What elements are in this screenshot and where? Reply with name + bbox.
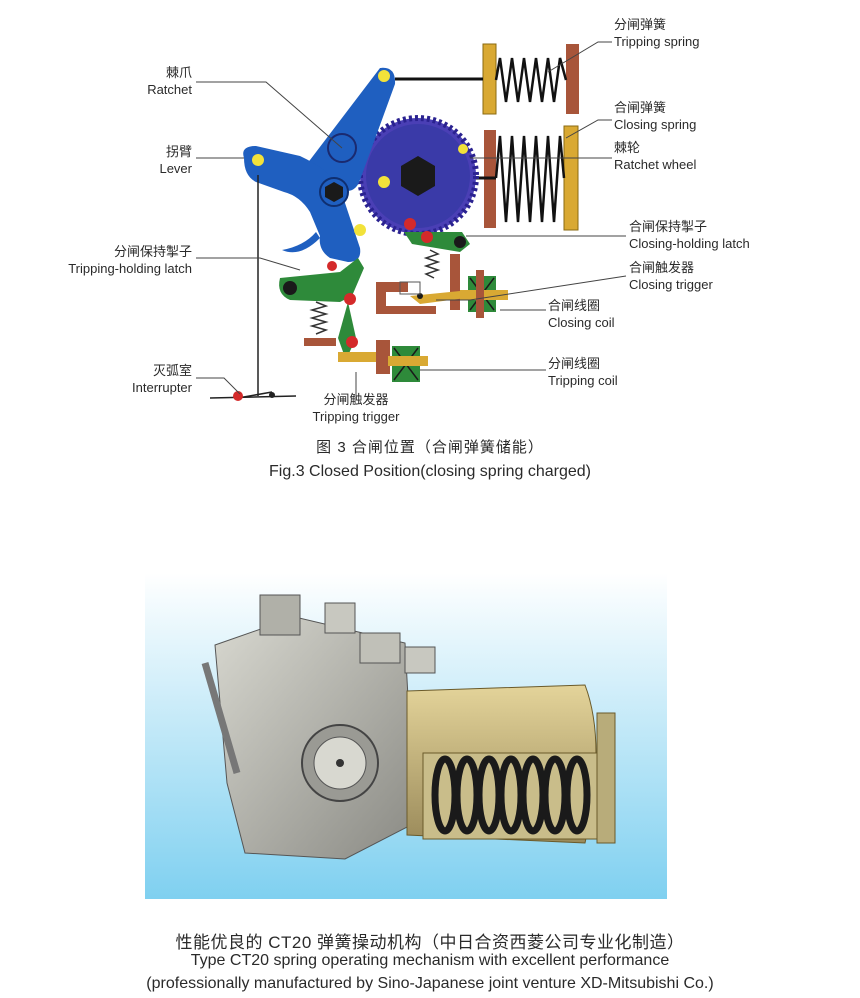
- closing-trigger-label-zh: 合闸触发器: [629, 260, 695, 275]
- ratchet-wheel-label: 棘轮 Ratchet wheel: [614, 139, 696, 173]
- closing-coil-label: 合闸线圈 Closing coil: [548, 297, 614, 331]
- ratchet-label-en: Ratchet: [147, 82, 192, 97]
- tripping-trigger-label: 分闸触发器 Tripping trigger: [300, 391, 412, 425]
- closing-holding-latch: [404, 218, 470, 252]
- closing-holding-latch-label-zh: 合闸保持掣子: [629, 219, 708, 234]
- closing-coil-label-zh: 合闸线圈: [548, 298, 601, 313]
- closing-trigger-label-en: Closing trigger: [629, 277, 713, 292]
- photo-caption-en2: (professionally manufactured by Sino-Jap…: [146, 975, 714, 992]
- closing-holding-latch-label-en: Closing-holding latch: [629, 236, 750, 251]
- interrupter-label-en: Interrupter: [132, 380, 192, 395]
- tripping-trigger-label-en: Tripping trigger: [312, 409, 400, 424]
- tripping-holding-latch-label: 分闸保持掣子 Tripping-holding latch: [30, 243, 192, 277]
- closing-trigger-label: 合闸触发器 Closing trigger: [629, 259, 713, 293]
- closing-coil-label-en: Closing coil: [548, 315, 615, 330]
- tripping-trigger-label-zh: 分闸触发器: [323, 392, 389, 407]
- tripping-coil-label-zh: 分闸线圈: [548, 356, 601, 371]
- ratchet-label: 棘爪 Ratchet: [122, 64, 192, 98]
- mechanism-diagram: [196, 41, 627, 401]
- tripping-holding-latch-label-zh: 分闸保持掣子: [113, 244, 192, 259]
- interrupter-label-zh: 灭弧室: [152, 363, 192, 378]
- leader-lines: [196, 41, 627, 396]
- lever-label-zh: 拐臂: [165, 144, 192, 159]
- photo-caption-en1: Type CT20 spring operating mechanism wit…: [190, 952, 670, 969]
- closing-trigger: [376, 249, 470, 314]
- ratchet-wheel-label-zh: 棘轮: [614, 140, 641, 155]
- lever-label-en: Lever: [159, 161, 192, 176]
- figure-caption-en: Fig.3 Closed Position(closing spring cha…: [269, 463, 591, 480]
- tripping-coil-label-en: Tripping coil: [548, 373, 618, 388]
- tripping-coil: [338, 340, 428, 382]
- photo-caption-zh: 性能优良的 CT20 弹簧操动机构（中日合资西菱公司专业化制造）: [175, 933, 685, 952]
- ratchet-wheel: [357, 115, 479, 237]
- closing-spring: [466, 125, 579, 231]
- interrupter: [209, 175, 297, 401]
- tripping-coil-label: 分闸线圈 Tripping coil: [548, 355, 618, 389]
- closing-spring-label-zh: 合闸弹簧: [614, 100, 667, 115]
- lever: [243, 146, 366, 262]
- tripping-spring: [395, 43, 579, 115]
- closing-holding-latch-label: 合闸保持掣子 Closing-holding latch: [629, 218, 750, 252]
- figure-caption-zh: 图 3 合闸位置（合闸弹簧储能）: [316, 439, 544, 456]
- lever-label: 拐臂 Lever: [122, 143, 192, 177]
- closing-spring-label-en: Closing spring: [614, 117, 697, 132]
- tripping-spring-label-zh: 分闸弹簧: [614, 17, 667, 32]
- tripping-spring-label-en: Tripping spring: [614, 34, 700, 49]
- closing-spring-label: 合闸弹簧 Closing spring: [614, 99, 696, 133]
- tripping-spring-label: 分闸弹簧 Tripping spring: [614, 16, 700, 50]
- ratchet-label-zh: 棘爪: [165, 65, 192, 80]
- ratchet-wheel-label-en: Ratchet wheel: [614, 157, 697, 172]
- tripping-holding-latch-label-en: Tripping-holding latch: [68, 261, 192, 276]
- closing-coil: [460, 270, 508, 318]
- interrupter-label: 灭弧室 Interrupter: [102, 362, 192, 396]
- ratchet-pawl: [305, 67, 396, 191]
- product-photo: [145, 573, 667, 899]
- tripping-holding-latch: [279, 258, 364, 360]
